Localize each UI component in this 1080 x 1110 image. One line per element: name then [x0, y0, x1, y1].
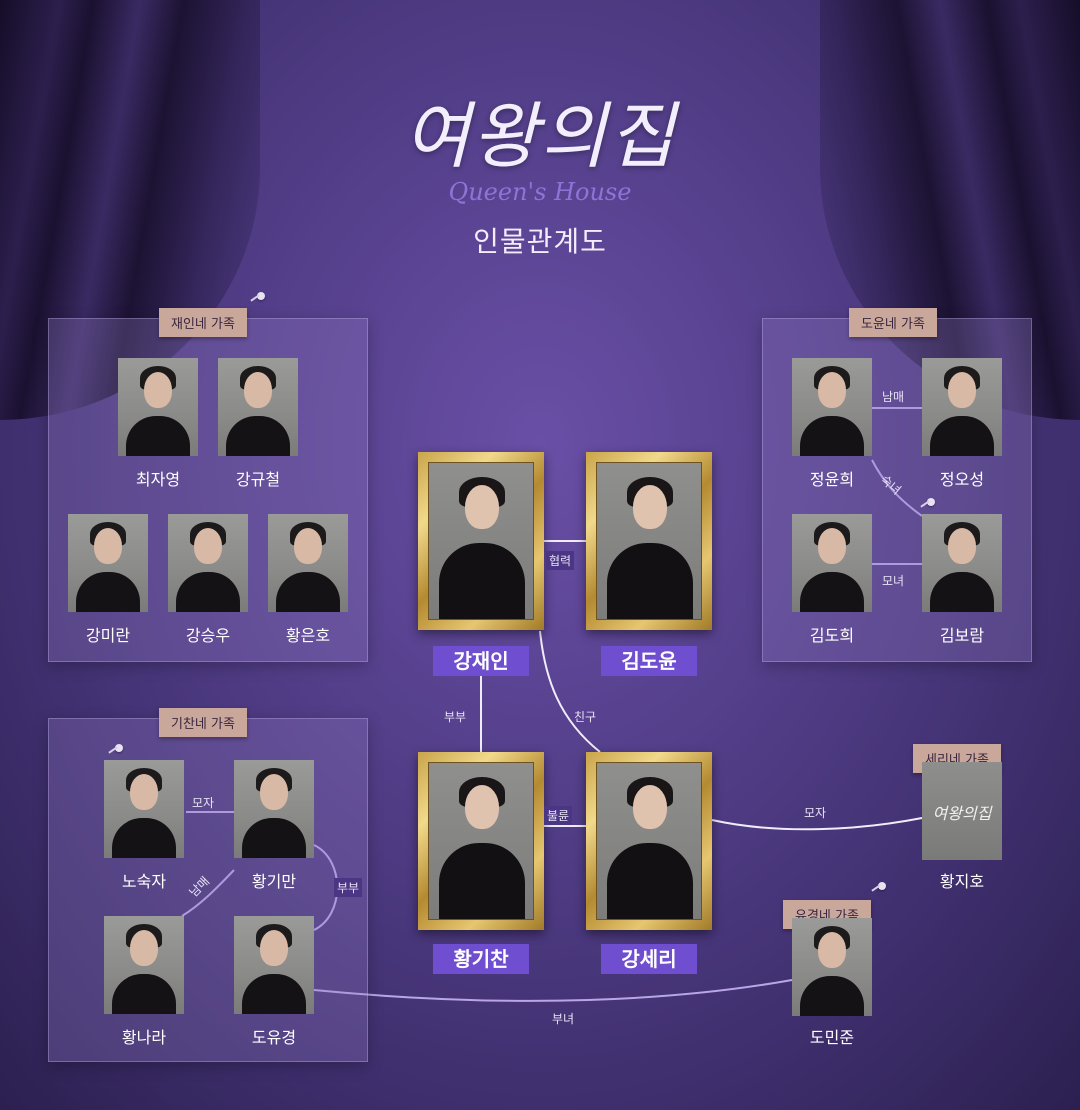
- name-hwang-jiho: 황지호: [939, 872, 985, 891]
- logo-subtitle-english: Queen's House: [448, 178, 632, 206]
- relation-label-married-gichan: 부부: [334, 878, 363, 897]
- portrait-jeong-oseong[interactable]: [922, 358, 1002, 456]
- relation-label-cooperation: 협력: [546, 551, 575, 570]
- portrait-hwang-nara[interactable]: [104, 916, 184, 1014]
- portrait-choi-jayeong[interactable]: [118, 358, 198, 456]
- main-name-hwang-gichan: 황기찬: [433, 944, 529, 974]
- frame-kang-jaein[interactable]: [418, 452, 544, 630]
- line-seri-mother-son: [711, 817, 923, 831]
- main-name-kang-seri: 강세리: [601, 944, 697, 974]
- portrait-kang-gyucheol[interactable]: [218, 358, 298, 456]
- portrait-jeong-yunhui[interactable]: [792, 358, 872, 456]
- portrait-hwang-eunho[interactable]: [268, 514, 348, 612]
- title-block: 여왕의집 Queen's House 인물관계도: [0, 100, 1080, 260]
- name-kang-gyucheol: 강규철: [235, 470, 281, 489]
- name-kang-seungwoo: 강승우: [185, 626, 231, 645]
- pin-icon: [115, 744, 123, 752]
- relation-label-married: 부부: [444, 710, 467, 724]
- line-friend: [539, 630, 601, 753]
- main-name-kim-doyun: 김도윤: [601, 646, 697, 676]
- relation-label-mother-daughter: 모녀: [882, 574, 905, 588]
- pin-icon: [927, 498, 935, 506]
- logo-title: 여왕의집: [403, 94, 677, 178]
- name-jeong-yunhui: 정윤희: [809, 470, 855, 489]
- portrait-do-yugyeong[interactable]: [234, 916, 314, 1014]
- relation-label-father-daughter: 부녀: [552, 1012, 575, 1026]
- name-hwang-eunho: 황은호: [285, 626, 331, 645]
- portrait-kang-seungwoo[interactable]: [168, 514, 248, 612]
- logo-thumbnail-text: 여왕의집: [932, 804, 992, 823]
- name-choi-jayeong: 최자영: [135, 470, 181, 489]
- name-hwang-nara: 황나라: [121, 1028, 167, 1047]
- name-do-minjun: 도민준: [809, 1028, 855, 1047]
- family-tag-doyun: 도윤네 가족: [849, 308, 937, 337]
- name-kang-miran: 강미란: [85, 626, 131, 645]
- relation-label-mother-son-gichan: 모자: [192, 796, 215, 810]
- frame-kang-seri[interactable]: [586, 752, 712, 930]
- frame-hwang-gichan[interactable]: [418, 752, 544, 930]
- portrait-hwang-jiho-logo[interactable]: 여왕의집: [922, 762, 1002, 860]
- name-hwang-giman: 황기만: [251, 872, 297, 891]
- name-do-yugyeong: 도유경: [251, 1028, 297, 1047]
- portrait-kang-miran[interactable]: [68, 514, 148, 612]
- portrait-kim-boram[interactable]: [922, 514, 1002, 612]
- name-kim-boram: 김보람: [939, 626, 985, 645]
- name-no-sukja: 노숙자: [121, 872, 167, 891]
- pin-icon: [878, 882, 886, 890]
- portrait-hwang-giman[interactable]: [234, 760, 314, 858]
- relation-label-siblings: 남매: [882, 390, 905, 404]
- frame-kim-doyun[interactable]: [586, 452, 712, 630]
- portrait-kim-dohui[interactable]: [792, 514, 872, 612]
- page-subtitle: 인물관계도: [473, 225, 607, 258]
- relation-label-affair: 불륜: [544, 806, 573, 825]
- family-tag-jaein: 재인네 가족: [159, 308, 247, 337]
- relation-label-friend: 친구: [574, 710, 597, 724]
- family-tag-gichan: 기찬네 가족: [159, 708, 247, 737]
- pin-icon: [257, 292, 265, 300]
- name-jeong-oseong: 정오성: [939, 470, 985, 489]
- name-kim-dohui: 김도희: [809, 626, 855, 645]
- portrait-no-sukja[interactable]: [104, 760, 184, 858]
- line-father-daughter: [313, 979, 793, 1002]
- main-name-kang-jaein: 강재인: [433, 646, 529, 676]
- portrait-do-minjun[interactable]: [792, 918, 872, 1016]
- line-gichan-siblings: [181, 869, 235, 917]
- line-doyun-aunt-niece: [871, 459, 923, 517]
- relation-label-mother-son-seri: 모자: [804, 806, 827, 820]
